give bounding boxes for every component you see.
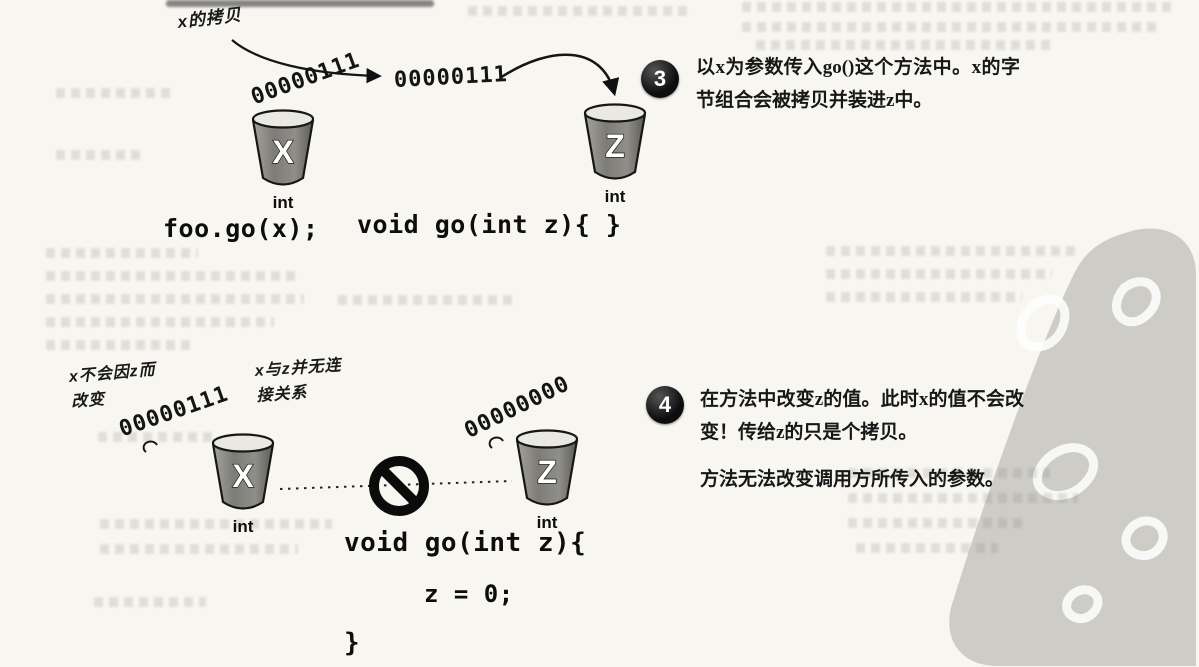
bleed-through-text: [98, 432, 216, 442]
step-3-badge: 3: [641, 60, 679, 98]
cup-graphic: X: [251, 109, 315, 186]
bleed-through-text: [756, 40, 1056, 50]
cup-body: [515, 439, 579, 506]
cup-type-label: int: [536, 513, 558, 532]
bleed-through-text: [46, 317, 274, 327]
cup-graphic: X: [211, 433, 275, 510]
cup-body: [211, 443, 275, 510]
coil-x-icon: [142, 440, 158, 453]
watermark-stamp: [928, 226, 1199, 667]
bleed-through-text: [94, 597, 206, 607]
bleed-through-text: [46, 271, 296, 281]
cup-graphic: Z: [515, 429, 579, 506]
code-void-go-open: void go(int z){: [344, 528, 587, 558]
code-close-brace: }: [344, 628, 361, 658]
cup-type-label: int: [604, 187, 626, 206]
cup-type-label: int: [272, 193, 294, 212]
bleed-through-text: [56, 88, 174, 98]
curve-arrow-to-z: [499, 53, 620, 97]
bleed-through-text: [46, 294, 304, 304]
page-top-bleed: [166, 0, 434, 7]
step-4-badge: 4: [646, 386, 684, 424]
cup-z: Z int: [510, 426, 584, 533]
cup-x: X int: [206, 430, 280, 537]
step-3-text: 以x为参数传入go()这个方法中。x的字节组合会被拷贝并装进z中。: [696, 57, 1020, 111]
no-connection-icon: [369, 456, 429, 516]
bleed-through-text: [100, 544, 298, 554]
cup-body: [583, 113, 647, 180]
step-4-paragraph-1: 在方法中改变z的值。此时x的值不会改变！传给z的只是个拷贝。: [700, 389, 1024, 443]
bleed-through-text: [742, 2, 1172, 12]
bits-copied: 00000111: [393, 62, 509, 93]
annotation-x-unchanged: x不会因z而 改变: [68, 361, 157, 411]
dotted-no-link-line: [279, 480, 513, 490]
watermark-calligraphy: [1016, 277, 1168, 623]
cup-rim: [583, 103, 647, 123]
cup-letter: Z: [537, 454, 557, 490]
cup-rim: [251, 109, 315, 129]
annotation-no-link: x与z并无连 接关系: [254, 356, 343, 405]
bleed-through-text: [46, 248, 198, 258]
cup-letter: X: [232, 458, 254, 494]
bleed-through-text: [46, 340, 194, 350]
cup-body: [251, 119, 315, 186]
bleed-through-text: [468, 6, 693, 16]
bits-source: 00000111: [247, 47, 364, 111]
cup-rim: [211, 433, 275, 453]
coil-z-icon: [488, 436, 504, 449]
cup-letter: X: [272, 134, 294, 170]
bleed-through-text: [742, 22, 1160, 32]
code-z-assign: z = 0;: [424, 580, 514, 608]
step-4-text: 在方法中改变z的值。此时x的值不会改变！传给z的只是个拷贝。 方法无法改变调用方…: [700, 384, 1024, 512]
code-foo-go: foo.go(x);: [163, 214, 319, 243]
bleed-through-text: [338, 295, 516, 305]
cup-letter: Z: [605, 128, 625, 164]
code-void-go: void go(int z){ }: [357, 210, 622, 239]
cup-graphic: Z: [583, 103, 647, 180]
step-4-paragraph-2: 方法无法改变调用方所传入的参数。: [700, 469, 1005, 491]
cup-rim: [515, 429, 579, 449]
watermark-graphic: [949, 228, 1196, 666]
cup-x: X int: [246, 106, 320, 213]
cup-type-label: int: [232, 517, 254, 536]
cup-z: Z int: [578, 100, 652, 207]
annotation-x-copy: x的拷贝: [176, 5, 243, 32]
bleed-through-text: [56, 150, 144, 160]
